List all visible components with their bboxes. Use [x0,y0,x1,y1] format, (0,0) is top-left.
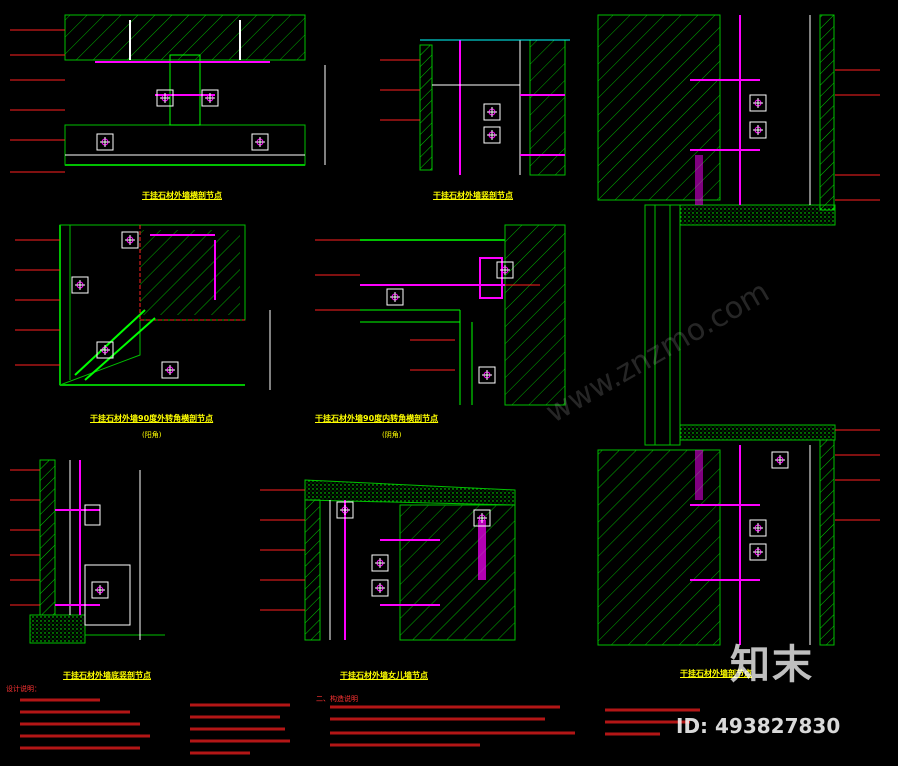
subtitle-yang-corner: (阳角) [142,431,162,439]
detail-3-vertical-section-right [597,14,880,646]
title-right-section: 干挂石材外墙剖节点 [680,669,752,678]
detail-5-internal-corner [315,224,566,406]
title-external-corner: 干挂石材外墙90度外转角横剖节点 [90,414,214,423]
title-horizontal-section: 干挂石材外墙横剖节点 [142,191,222,200]
title-internal-corner: 干挂石材外墙90度内转角横剖节点 [315,414,439,423]
subtitle-yin-corner: (阴角) [382,431,402,439]
title-vertical-section: 干挂石材外墙竖剖节点 [433,191,513,200]
title-parapet: 干挂石材外墙女儿墙节点 [340,671,428,680]
brand-watermark-logo: 知末 [730,642,814,688]
detail-6-base-section [10,459,165,644]
image-id-watermark: ID: 493827830 [676,714,841,738]
notes-subheading: 二、构造说明 [316,695,358,703]
notes-text-block [20,698,700,755]
detail-7-parapet-section [260,479,516,641]
detail-4-external-corner [15,224,271,390]
detail-2-vertical-section [380,39,570,176]
notes-heading: 设计说明： [6,685,41,693]
title-base-section: 干挂石材外墙底竖剖节点 [63,671,151,680]
detail-1-horizontal-section [10,14,326,173]
